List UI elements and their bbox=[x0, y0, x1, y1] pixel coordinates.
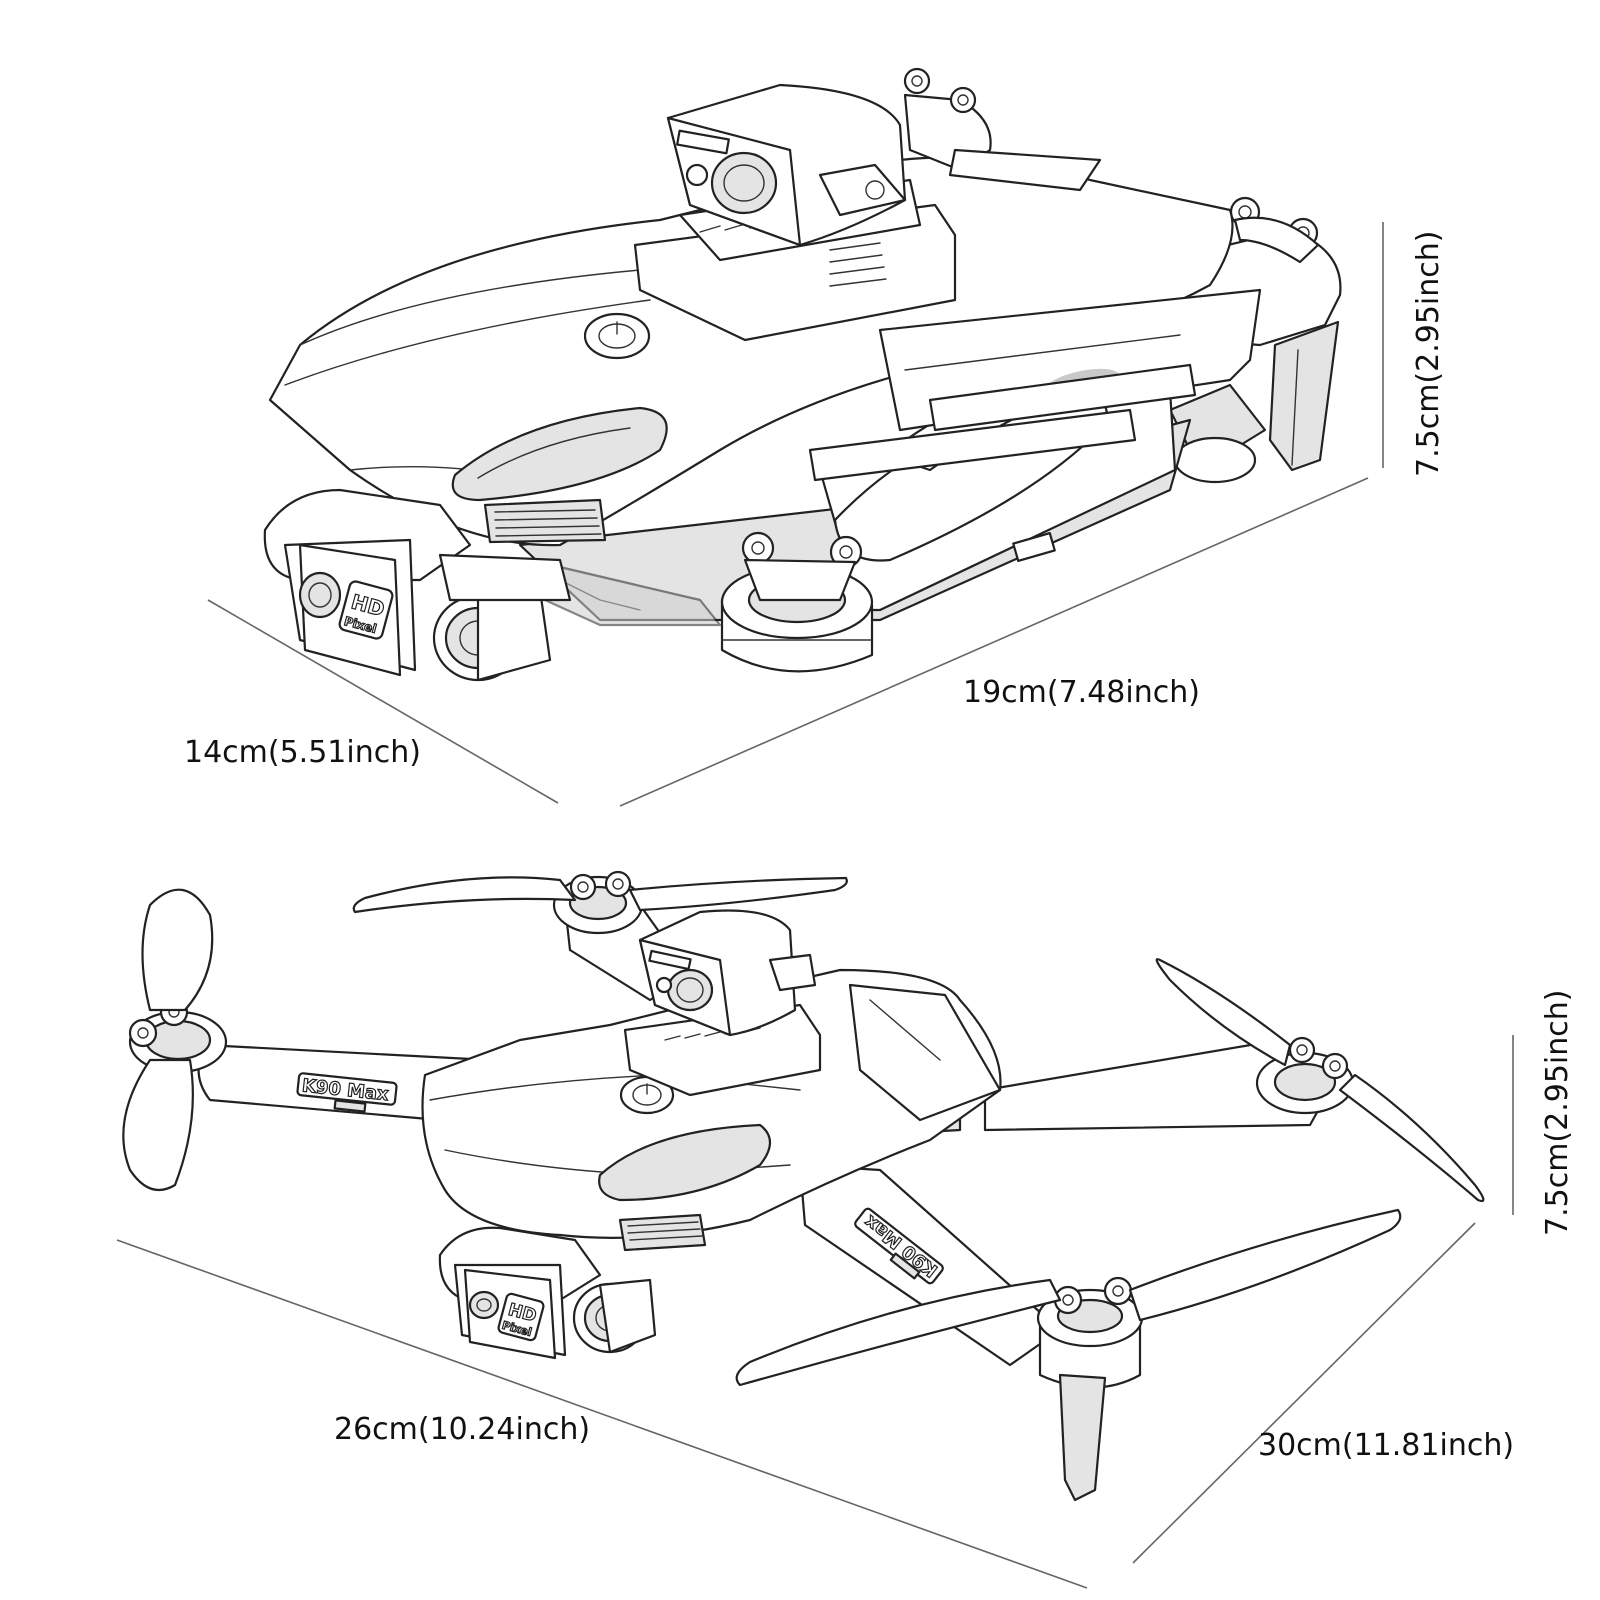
folded-camera-badge: HD Pixel bbox=[338, 580, 394, 640]
unfolded-width-line bbox=[116, 1239, 1088, 1589]
prop-blade-front-right bbox=[1128, 1208, 1402, 1322]
unfolded-width-label: 26cm(10.24inch) bbox=[334, 1412, 590, 1447]
folded-front-motor bbox=[720, 531, 874, 673]
unfolded-camera-badge: HD Pixel bbox=[497, 1292, 545, 1342]
folded-drone: HD Pixel 14cm(5.51inch) 19cm(7.48inch) 7… bbox=[184, 67, 1446, 807]
folded-rear-arm-top bbox=[903, 67, 1102, 192]
unfolded-front-grille bbox=[618, 1213, 707, 1252]
prop-blade-right-lower bbox=[1338, 1073, 1485, 1203]
prop-blade-top-right bbox=[628, 876, 848, 912]
folded-main-body bbox=[268, 156, 1262, 547]
folded-height-label: 7.5cm(2.95inch) bbox=[1411, 231, 1446, 478]
folded-depth-line bbox=[207, 599, 559, 804]
unfolded-gimbal-camera: HD Pixel bbox=[438, 1226, 657, 1360]
folded-power-button-icon bbox=[583, 312, 651, 360]
unfolded-length-line bbox=[1132, 1222, 1476, 1564]
prop-blade-left-lower bbox=[122, 1058, 194, 1192]
prop-blade-top-left bbox=[352, 876, 577, 914]
unfolded-length-label: 30cm(11.81inch) bbox=[1258, 1428, 1514, 1463]
prop-blade-left-upper bbox=[141, 888, 214, 1012]
unfolded-height-label: 7.5cm(2.95inch) bbox=[1540, 990, 1575, 1237]
unfolded-arm-top bbox=[352, 870, 848, 1002]
unfolded-main-body bbox=[421, 968, 1002, 1252]
prop-blade-front-left bbox=[735, 1278, 1062, 1387]
unfolded-arm-right-front: K90 Max bbox=[735, 1163, 1402, 1502]
folded-front-grille bbox=[483, 498, 607, 544]
folded-depth-label: 14cm(5.51inch) bbox=[184, 735, 421, 770]
unfolded-top-camera bbox=[638, 909, 817, 1037]
prop-blade-right-upper bbox=[1155, 958, 1292, 1067]
folded-gimbal-camera: HD Pixel bbox=[263, 488, 572, 682]
folded-length-label: 19cm(7.48inch) bbox=[963, 675, 1200, 710]
folded-rear-motor bbox=[1168, 383, 1267, 484]
unfolded-drone: K90 Max bbox=[116, 870, 1575, 1589]
folded-top-camera bbox=[666, 83, 907, 247]
folded-length-line bbox=[619, 477, 1369, 807]
unfolded-arm-right-rear bbox=[921, 958, 1485, 1203]
